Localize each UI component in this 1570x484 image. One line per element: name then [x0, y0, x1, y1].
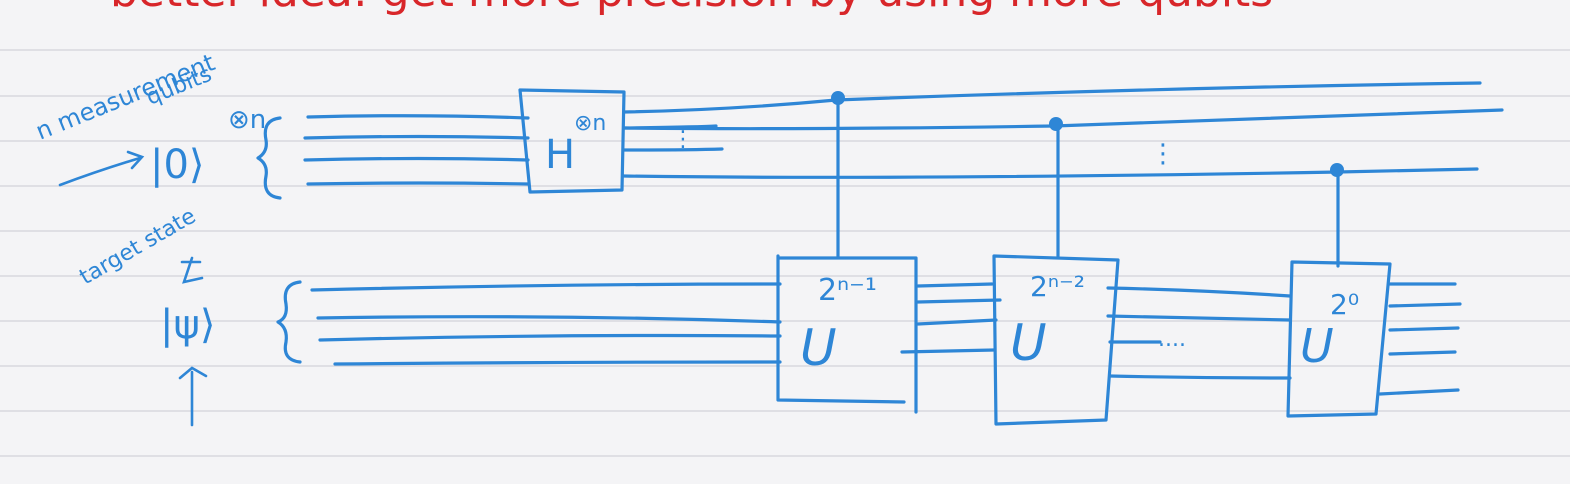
- hadamard-exponent: ⊗n: [574, 111, 606, 136]
- arrow-down-icon: [180, 256, 204, 284]
- measurement-wires: [303, 81, 1504, 186]
- measurement-label: n measurement: [32, 48, 219, 145]
- ruled-lines: [0, 49, 1570, 457]
- register-brace-bottom: [276, 280, 302, 364]
- u-gate-2: [992, 254, 1120, 426]
- control-dot-1: [831, 91, 845, 105]
- u-gate-2-exponent: 2ⁿ⁻²: [1030, 270, 1085, 303]
- control-dot-3: [1330, 163, 1344, 177]
- u-gate-1: [776, 254, 918, 414]
- control-dot-2: [1049, 117, 1063, 131]
- heading-text: better idea: get more precision by using…: [110, 0, 1273, 17]
- wire-dot-mark: ⋮: [672, 127, 694, 152]
- horizontal-ellipsis: ....: [1158, 327, 1186, 352]
- u-gate-1-exponent: 2ⁿ⁻¹: [818, 273, 877, 308]
- u-gate-3: [1286, 260, 1392, 418]
- arrow-up-icon: [178, 366, 208, 427]
- target-wires: [310, 282, 1462, 396]
- hadamard-gate: [518, 88, 626, 194]
- arrow-head-icon: [126, 150, 145, 170]
- register-brace-top: [256, 116, 282, 200]
- arrow-to-register: [58, 156, 142, 187]
- u-gate-3-exponent: 2⁰: [1330, 288, 1359, 321]
- u-gate-3-label: U: [1300, 319, 1334, 373]
- ket-zero-label: |0⟩: [150, 142, 205, 188]
- ket-psi-label: |ψ⟩: [160, 302, 215, 348]
- hadamard-label: H: [545, 132, 575, 178]
- target-state-label: target state: [76, 204, 201, 290]
- tensor-n-label: ⊗n: [228, 105, 266, 135]
- vertical-ellipsis: ⋮: [1150, 139, 1176, 169]
- u-gate-2-label: U: [1010, 314, 1047, 372]
- u-gate-1-label: U: [800, 319, 837, 377]
